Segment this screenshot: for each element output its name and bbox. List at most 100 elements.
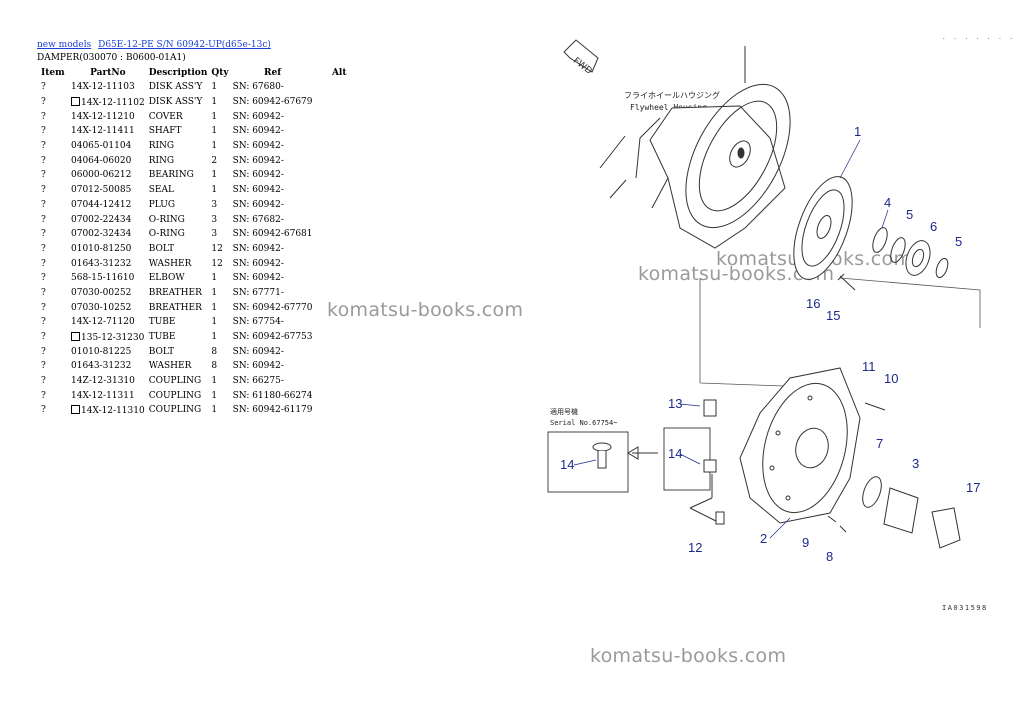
arrow-icon (627, 446, 658, 460)
callout-3: 3 (912, 456, 919, 471)
row-qty: 1 (211, 111, 218, 122)
row-partno: 14Z-12-31310 (71, 376, 135, 387)
bolt-drawing (837, 273, 856, 291)
row-ref: SN: 60942- (232, 199, 284, 210)
row-partno: 14X-12-11411 (71, 126, 135, 137)
row-qty: 1 (211, 405, 218, 416)
col-partno: PartNo (90, 68, 126, 78)
row-alt (315, 271, 349, 286)
row-partno: 07002-32434 (71, 229, 132, 240)
row-description: SHAFT (148, 126, 182, 137)
row-ref: SN: 60942- (232, 346, 284, 357)
breadcrumb-link-new-models[interactable]: new models (37, 40, 92, 50)
row-qty: 2 (211, 155, 218, 166)
serial-label-jp: 適用号機 (550, 407, 578, 416)
callout-4: 4 (884, 195, 891, 210)
breather-drawing (703, 399, 717, 417)
row-qty: 12 (211, 258, 223, 269)
callout-8: 8 (826, 549, 833, 564)
row-description: BOLT (148, 243, 175, 254)
row-item: ? (41, 199, 46, 210)
row-ref: SN: 60942- (232, 155, 284, 166)
row-ref: SN: 67680- (232, 82, 284, 93)
row-ref: SN: 67754- (232, 317, 284, 328)
tube-clip-drawing (715, 511, 725, 525)
row-description: RING (148, 155, 175, 166)
row-partno: 04065-01104 (71, 141, 132, 152)
callout-7: 7 (876, 436, 883, 451)
row-qty: 12 (211, 243, 223, 254)
row-qty: 8 (211, 346, 218, 357)
parts-table: Item PartNo Description Qty Ref Alt ? 14X… (37, 66, 349, 418)
row-ref: SN: 60942- (232, 273, 284, 284)
table-header-row: Item PartNo Description Qty Ref Alt (37, 66, 349, 80)
row-description: DISK ASS'Y (148, 82, 203, 93)
checkbox-icon (71, 404, 80, 414)
callout-5: 5 (906, 207, 913, 222)
row-item: ? (41, 405, 46, 416)
row-alt (315, 139, 349, 154)
row-qty: 1 (211, 390, 218, 401)
callout-6: 6 (930, 219, 937, 234)
breadcrumb-link-model[interactable]: D65E-12-PE S/N 60942-UP(d65e-13c) (98, 40, 271, 50)
row-partno: 01643-31232 (71, 361, 132, 372)
callout-13: 13 (668, 396, 682, 411)
page-subtitle: DAMPER(030070 : B0600-01A1) (37, 53, 186, 63)
row-ref: SN: 61180-66274 (232, 390, 313, 401)
row-partno: 14X-12-11210 (71, 111, 135, 122)
drawing-code: IA031598 (942, 604, 988, 612)
row-qty: 1 (211, 126, 218, 137)
row-description: TUBE (148, 332, 176, 343)
detail-box (663, 427, 711, 491)
row-partno: 01643-31232 (71, 258, 132, 269)
cover-drawing (739, 367, 861, 524)
row-qty: 1 (211, 287, 218, 298)
row-qty: 1 (211, 185, 218, 196)
row-ref: SN: 60942- (232, 170, 284, 181)
row-description: BOLT (148, 346, 175, 357)
row-item: ? (41, 97, 46, 108)
row-partno: 14X-12-71120 (71, 317, 135, 328)
row-ref: SN: 60942-67679 (232, 97, 313, 108)
row-qty: 3 (211, 199, 218, 210)
row-qty: 3 (211, 214, 218, 225)
callout-11: 11 (862, 359, 876, 374)
row-description: BEARING (148, 170, 194, 181)
row-item: ? (41, 141, 46, 152)
row-partno: 568-15-11610 (71, 273, 135, 284)
ring-drawing (872, 227, 888, 253)
row-partno: 01010-81250 (71, 243, 132, 254)
row-ref: SN: 60942- (232, 361, 284, 372)
plug-drawing (827, 515, 847, 533)
col-item: Item (41, 68, 65, 78)
row-ref: SN: 60942- (232, 141, 284, 152)
col-description: Description (148, 68, 208, 78)
row-item: ? (41, 346, 46, 357)
row-alt (315, 95, 349, 110)
row-description: WASHER (148, 361, 192, 372)
row-qty: 1 (211, 170, 218, 181)
row-alt (315, 374, 349, 389)
row-ref: SN: 60942- (232, 111, 284, 122)
row-item: ? (41, 170, 46, 181)
row-qty: 1 (211, 332, 218, 343)
row-partno: 14X-12-11103 (71, 82, 135, 93)
row-item: ? (41, 243, 46, 254)
row-partno: 14X-12-11310 (69, 403, 147, 418)
row-partno: 04064-06020 (71, 155, 132, 166)
row-alt (315, 124, 349, 139)
row-ref: SN: 60942-61179 (232, 405, 313, 416)
callout-14: 14 (668, 446, 682, 461)
